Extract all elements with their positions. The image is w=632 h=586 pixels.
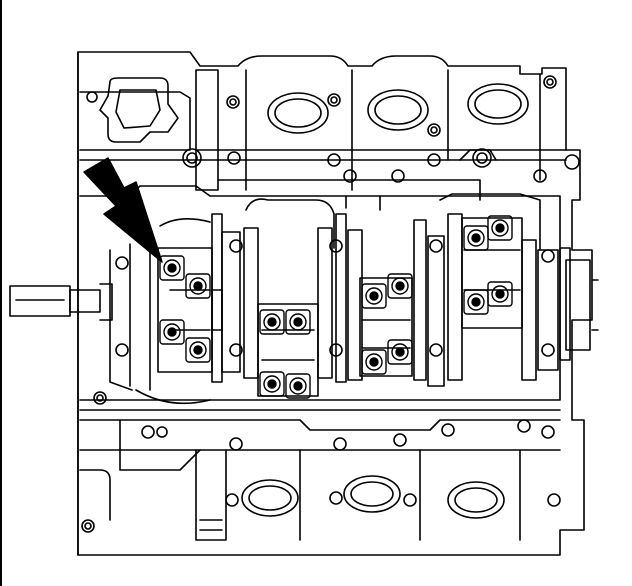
bolt — [285, 309, 311, 335]
bolt-group-cap-3 — [361, 273, 413, 375]
bolt — [159, 319, 185, 345]
main-bearing-bolts — [159, 215, 513, 399]
block-outline — [77, 51, 593, 556]
bolt — [387, 339, 413, 365]
bolt-group-cap-1 — [159, 255, 211, 363]
bolt — [463, 289, 489, 315]
bottom-deck — [79, 419, 561, 541]
bolt — [259, 371, 285, 397]
bolt-group-cap-2 — [259, 309, 311, 399]
bolt — [387, 273, 413, 299]
bolt — [259, 309, 285, 335]
bolt — [185, 273, 211, 299]
bolt — [159, 255, 185, 281]
bolt — [463, 225, 489, 251]
bolt — [487, 281, 513, 307]
crank-throw-2 — [413, 193, 541, 387]
top-deck — [79, 69, 580, 201]
bolt-group-cap-4 — [463, 215, 513, 315]
crankshaft-snout — [9, 283, 113, 321]
dowel-holes — [229, 239, 555, 357]
crankcase-bay — [79, 185, 561, 431]
bolt — [361, 349, 387, 375]
bolt — [185, 337, 211, 363]
callout-arrow-icon — [83, 157, 163, 263]
small-fasteners — [81, 391, 561, 533]
bolt — [487, 215, 513, 241]
bolt — [361, 283, 387, 309]
crank-throw-1 — [243, 198, 335, 397]
bearing-cap-1 — [115, 213, 241, 383]
bolt — [285, 373, 311, 399]
